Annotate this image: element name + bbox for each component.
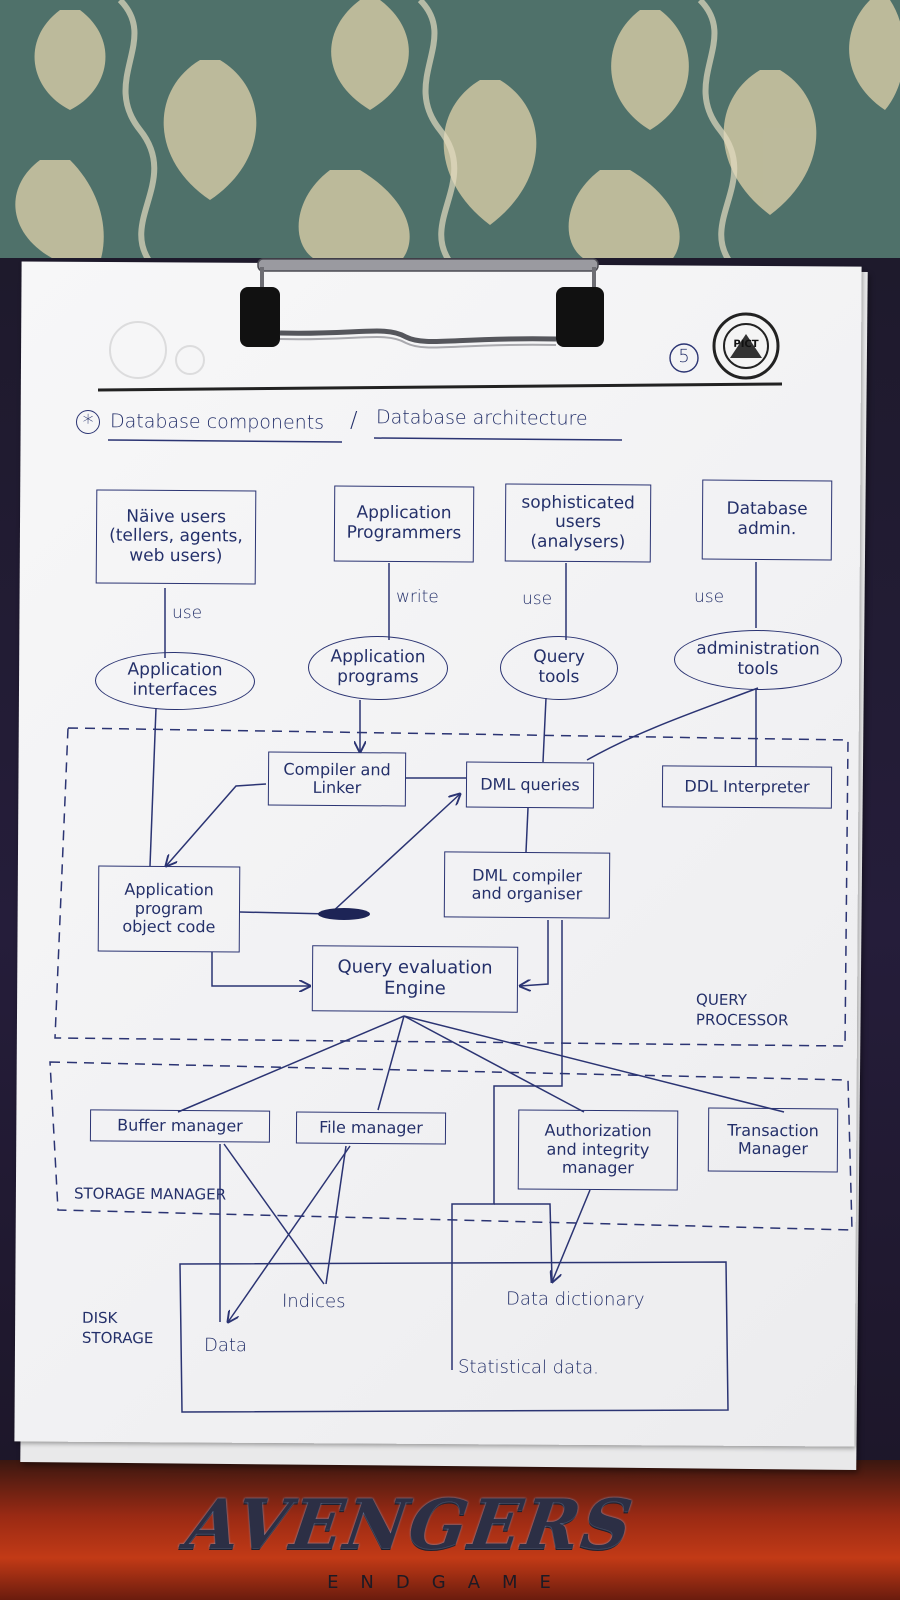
statistical-data-label: Statistical data. bbox=[457, 1356, 600, 1379]
programmers-label-2: Programmers bbox=[346, 522, 462, 544]
app-programs-label-2: programs bbox=[337, 666, 419, 688]
file-manager-label: File manager bbox=[319, 1117, 423, 1138]
app-object-code-box: Application program object code bbox=[97, 865, 241, 953]
app-interfaces-label-1: Application bbox=[127, 660, 223, 681]
authorization-label-3: manager bbox=[561, 1157, 634, 1178]
storage-label: STORAGE bbox=[81, 1329, 154, 1348]
database-admin-box: Database admin. bbox=[701, 479, 833, 561]
edge-label-naive-use: use bbox=[171, 602, 203, 624]
heading-title-components: Database components bbox=[109, 410, 325, 434]
query-engine-label-1: Query evaluation bbox=[337, 956, 493, 979]
heading-separator: / bbox=[349, 407, 358, 434]
query-processor-label: QUERY PROCESSOR bbox=[696, 990, 789, 1031]
query-evaluation-engine-box: Query evaluation Engine bbox=[311, 945, 519, 1013]
disk-storage-label: DISK STORAGE bbox=[82, 1308, 154, 1349]
ink-smudge bbox=[318, 908, 370, 920]
query-engine-label-2: Engine bbox=[384, 977, 446, 1000]
heading-title-architecture: Database architecture bbox=[375, 406, 588, 430]
admin-tools-label-1: administration bbox=[696, 639, 820, 660]
paper-watermark bbox=[109, 321, 205, 379]
app-interfaces-label-2: interfaces bbox=[132, 679, 218, 701]
app-programs-label-1: Application bbox=[330, 647, 426, 668]
object-code-label-1: Application bbox=[124, 880, 214, 900]
query-tools-oval: Query tools bbox=[499, 635, 619, 701]
admin-tools-label-2: tools bbox=[737, 658, 779, 680]
background-fabric bbox=[0, 0, 900, 262]
object-code-label-2: program bbox=[134, 898, 204, 919]
transaction-label-2: Manager bbox=[737, 1138, 809, 1159]
programmers-label-1: Application bbox=[356, 503, 452, 524]
admin-label-1: Database bbox=[726, 499, 808, 520]
application-programs-oval: Application programs bbox=[307, 635, 449, 701]
dml-queries-box: DML queries bbox=[465, 761, 595, 809]
sophisticated-users-box: sophisticated users (analysers) bbox=[504, 483, 652, 563]
college-logo bbox=[712, 312, 780, 380]
naive-users-examples-2: web users) bbox=[129, 545, 223, 567]
ddl-interpreter-label: DDL Interpreter bbox=[684, 776, 810, 797]
application-interfaces-oval: Application interfaces bbox=[94, 651, 256, 711]
buffer-manager-label: Buffer manager bbox=[117, 1115, 243, 1136]
object-code-label-3: object code bbox=[122, 916, 216, 937]
authorization-label-1: Authorization bbox=[544, 1121, 652, 1141]
dml-compiler-label-2: and organiser bbox=[471, 883, 583, 904]
sophisticated-label-1: sophisticated bbox=[521, 492, 635, 514]
disk-label: DISK bbox=[82, 1308, 118, 1327]
authorization-manager-box: Authorization and integrity manager bbox=[517, 1109, 679, 1191]
query-processor-label-1: QUERY bbox=[696, 990, 748, 1010]
naive-users-box: Näive users (tellers, agents, web users) bbox=[95, 489, 257, 585]
query-tools-label-1: Query bbox=[533, 647, 585, 668]
compiler-linker-box: Compiler and Linker bbox=[267, 751, 407, 807]
transaction-manager-box: Transaction Manager bbox=[707, 1107, 839, 1173]
admin-label-2: admin. bbox=[737, 518, 797, 540]
clipboard-clip bbox=[240, 258, 604, 349]
ddl-interpreter-box: DDL Interpreter bbox=[661, 765, 833, 809]
sophisticated-label-3: (analysers) bbox=[530, 531, 626, 553]
query-tools-label-2: tools bbox=[538, 666, 580, 688]
transaction-label-1: Transaction bbox=[727, 1120, 819, 1140]
buffer-manager-box: Buffer manager bbox=[89, 1109, 271, 1143]
storage-manager-label: STORAGE MANAGER bbox=[73, 1184, 227, 1204]
compiler-linker-label-2: Linker bbox=[312, 777, 362, 798]
naive-users-label: Näive users bbox=[126, 506, 227, 528]
file-manager-box: File manager bbox=[295, 1111, 447, 1145]
poster-background bbox=[0, 1460, 900, 1600]
heading-bullet: * bbox=[75, 409, 101, 436]
logo-label: PICT bbox=[733, 338, 759, 351]
authorization-label-2: and integrity bbox=[546, 1139, 650, 1160]
page-number: 5 bbox=[678, 345, 690, 368]
poster-subtitle: ENDGAME bbox=[327, 1572, 573, 1593]
compiler-linker-label-1: Compiler and bbox=[283, 759, 391, 779]
dml-compiler-box: DML compiler and organiser bbox=[443, 851, 611, 919]
data-dictionary-label: Data dictionary bbox=[505, 1288, 645, 1311]
edge-label-admin-use: use bbox=[693, 586, 725, 608]
dml-compiler-label-1: DML compiler bbox=[472, 865, 583, 885]
data-label: Data bbox=[203, 1334, 248, 1357]
application-programmers-box: Application Programmers bbox=[333, 485, 475, 563]
dml-queries-label: DML queries bbox=[480, 774, 580, 795]
naive-users-examples: (tellers, agents, bbox=[109, 525, 243, 547]
indices-label: Indices bbox=[281, 1290, 346, 1313]
edge-label-write: write bbox=[395, 586, 439, 608]
edge-label-sophisticated-use: use bbox=[521, 588, 553, 610]
query-processor-label-2: PROCESSOR bbox=[695, 1010, 789, 1030]
sophisticated-label-2: users bbox=[554, 512, 602, 533]
